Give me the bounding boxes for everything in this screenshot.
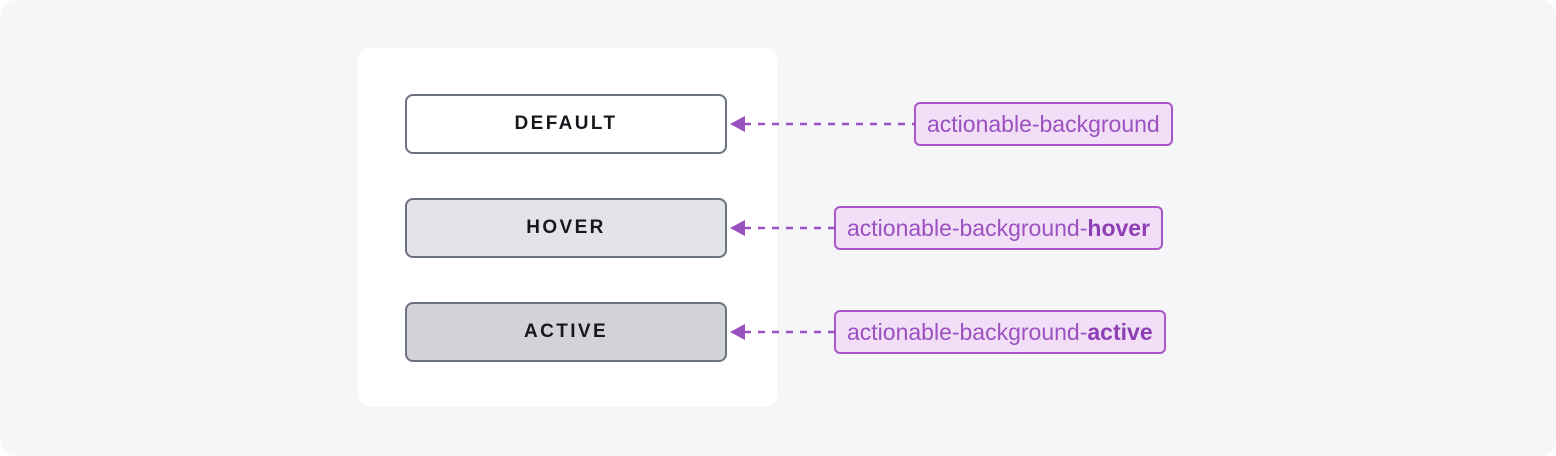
token-label-default-base: actionable-background [927,110,1160,137]
state-button-active-label: ACTIVE [523,321,609,342]
connector-hover [730,198,836,258]
token-label-hover-base: actionable-background- [847,214,1088,241]
token-label-active-base: actionable-background- [847,318,1088,345]
token-label-hover-modifier: hover [1087,214,1151,241]
connector-active [730,302,836,362]
state-button-active[interactable]: ACTIVE [405,302,727,362]
token-label-default: actionable-background [914,102,1173,146]
token-row-default: DEFAULT actionable-background [0,94,1556,154]
state-button-hover-label: HOVER [526,217,606,238]
connector-default [730,94,916,154]
state-button-hover[interactable]: HOVER [405,198,727,258]
state-button-default[interactable]: DEFAULT [405,94,727,154]
token-label-active-modifier: active [1087,318,1153,345]
token-row-hover: HOVER actionable-background-hover [0,198,1556,258]
token-row-active: ACTIVE actionable-background-active [0,302,1556,362]
token-label-active: actionable-background-active [834,310,1166,354]
state-button-default-label: DEFAULT [514,113,618,134]
token-label-hover: actionable-background-hover [834,206,1164,250]
